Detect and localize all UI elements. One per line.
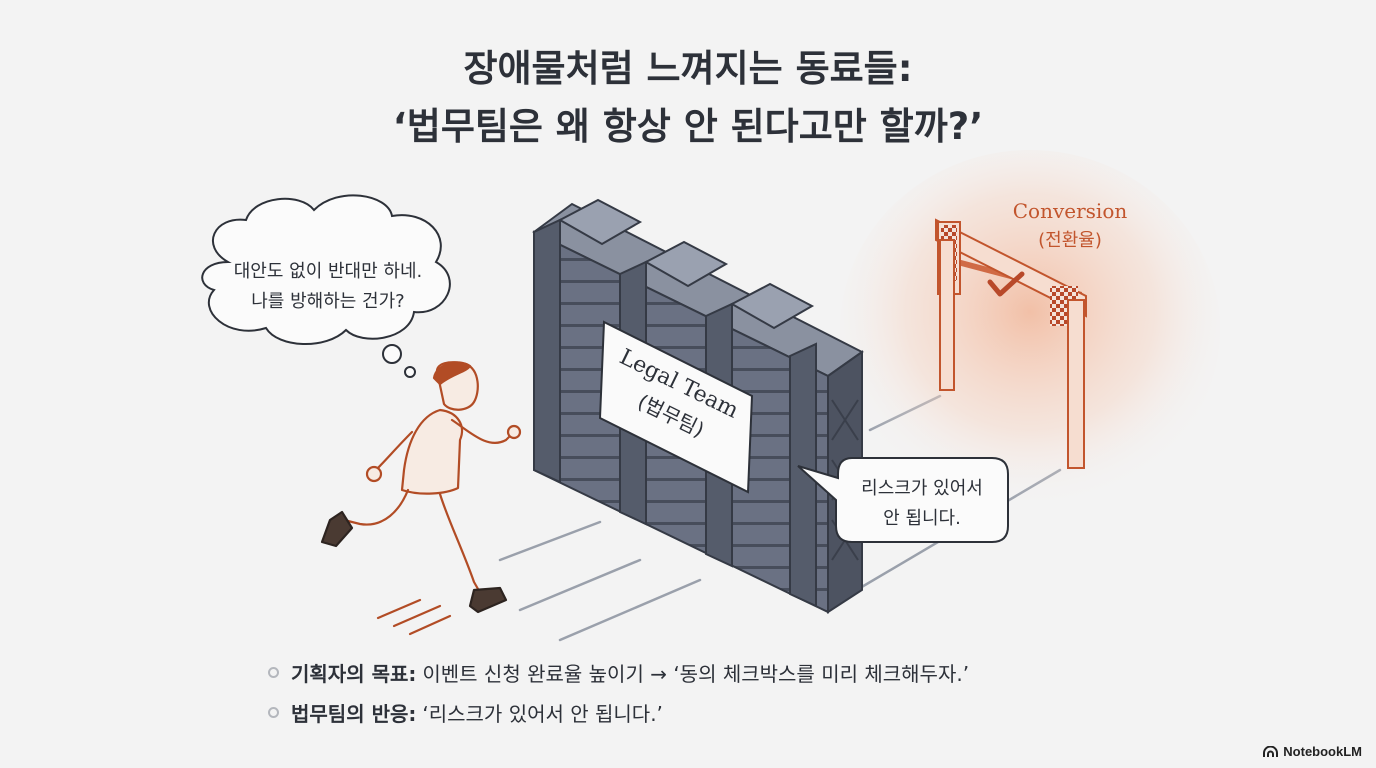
title-line-1: 장애물처럼 느껴지는 동료들: bbox=[463, 47, 913, 90]
brand-watermark: NotebookLM bbox=[1263, 744, 1362, 759]
gate-label-en: Conversion bbox=[1013, 199, 1128, 223]
goal-gate bbox=[935, 218, 1087, 469]
notebooklm-logo-icon bbox=[1263, 745, 1279, 757]
bullet-label: 기획자의 목표: bbox=[291, 661, 417, 686]
bullet-list: 기획자의 목표: 이벤트 신청 완료율 높이기 → ‘동의 체크박스를 미리 체… bbox=[268, 652, 969, 732]
running-planner-figure bbox=[320, 361, 522, 636]
checkmark-icon bbox=[987, 271, 1025, 297]
gate-label-ko: (전환율) bbox=[1038, 230, 1102, 251]
bullet-dot-icon bbox=[268, 666, 279, 678]
bullet-text: ‘리스크가 있어서 안 됩니다.’ bbox=[422, 701, 663, 726]
speech-bubble: 리스크가 있어서 안 됩니다. bbox=[797, 457, 1009, 543]
thought-bubble bbox=[201, 194, 451, 378]
list-item: 법무팀의 반응: ‘리스크가 있어서 안 됩니다.’ bbox=[268, 692, 969, 732]
legal-sign: Legal Team (법무팀) bbox=[598, 320, 754, 494]
bullet-dot-icon bbox=[268, 706, 279, 718]
list-item: 기획자의 목표: 이벤트 신청 완료율 높이기 → ‘동의 체크박스를 미리 체… bbox=[268, 652, 969, 692]
page-title: 장애물처럼 느껴지는 동료들: ‘법무팀은 왜 항상 안 된다고만 할까?’ bbox=[0, 40, 1376, 156]
speech-line-2: 안 됩니다. bbox=[883, 508, 961, 529]
thought-line-1: 대안도 없이 반대만 하네. bbox=[234, 261, 423, 282]
title-line-2: ‘법무팀은 왜 항상 안 된다고만 할까?’ bbox=[392, 105, 984, 148]
brand-name: NotebookLM bbox=[1283, 744, 1362, 759]
speech-line-1: 리스크가 있어서 bbox=[861, 478, 983, 499]
bullet-label: 법무팀의 반응: bbox=[291, 701, 417, 726]
bullet-text: 이벤트 신청 완료율 높이기 → ‘동의 체크박스를 미리 체크해두자.’ bbox=[422, 661, 970, 686]
thought-line-2: 나를 방해하는 건가? bbox=[251, 291, 404, 312]
